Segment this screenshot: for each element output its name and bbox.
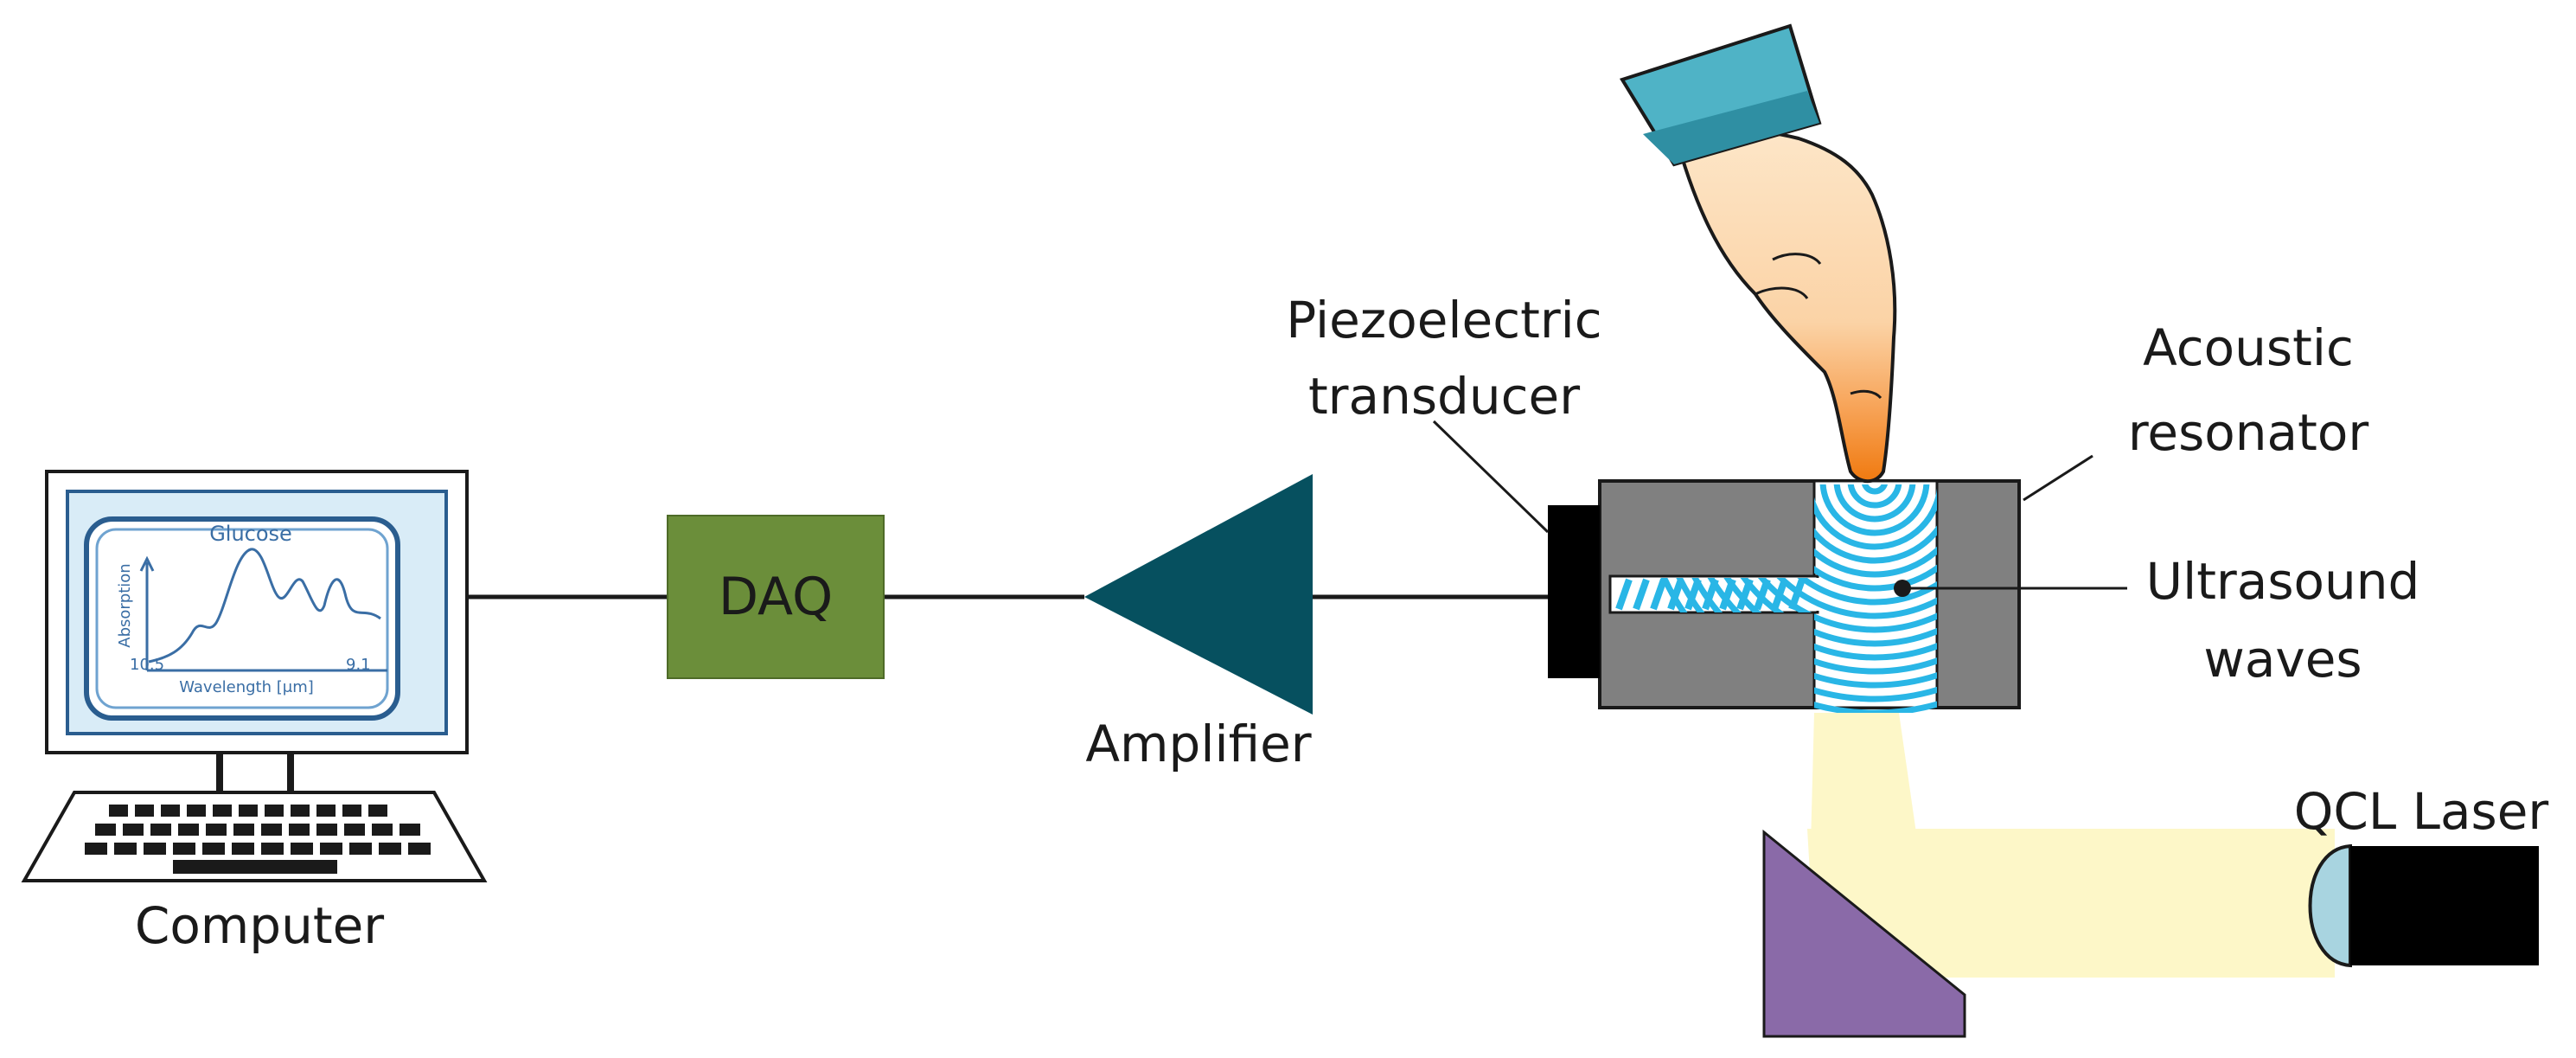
screen-panel-inner — [95, 528, 389, 709]
ultrasound-label-line1: Ultrasound — [2146, 552, 2420, 611]
finger — [1619, 23, 1897, 484]
spectrum-curve — [148, 548, 381, 664]
keyboard-keys — [85, 805, 431, 874]
piezoelectric-transducer — [1548, 505, 1600, 678]
computer: Glucose Absorption 10.5 9.1 Wavelength [… — [21, 470, 488, 955]
ultrasound-waves — [1640, 484, 1937, 713]
laser-body — [2350, 846, 2539, 965]
finger-crease-3 — [1850, 389, 1882, 400]
laser-label: QCL Laser — [2294, 782, 2549, 841]
plot-title: Glucose — [209, 522, 292, 546]
sleeve-cuff-shade — [1643, 91, 1819, 164]
plot-x-right: 9.1 — [346, 656, 371, 674]
daq-box: DAQ — [667, 515, 885, 679]
channel-waves — [1615, 578, 1806, 611]
monitor-stand-left — [216, 753, 223, 792]
finger-crease-1 — [1755, 286, 1809, 299]
beam-horizontal — [1807, 829, 2335, 978]
ultrasound-label-line2: waves — [2203, 630, 2362, 689]
finger-crease-2 — [1772, 253, 1822, 266]
plot-x-left: 10.5 — [130, 656, 164, 674]
plot-arrowhead-y — [139, 555, 155, 572]
plot-y-label: Absorption — [116, 563, 134, 647]
laser-lens — [2308, 843, 2352, 968]
daq-label: DAQ — [719, 567, 833, 627]
leader-piezo — [1432, 420, 1550, 534]
acoustic-label-line2: resonator — [2128, 403, 2368, 462]
finger-hand — [1672, 126, 1897, 484]
leader-acoustic — [2023, 454, 2093, 502]
glucose-spectrum-plot: Glucose Absorption 10.5 9.1 Wavelength [… — [116, 522, 387, 696]
piezo-label-line2: transducer — [1308, 367, 1580, 426]
acoustic-label-line1: Acoustic — [2143, 318, 2354, 377]
prism — [1762, 829, 1966, 1038]
qcl-laser: QCL Laser — [2294, 782, 2549, 968]
amplifier-triangle — [1084, 474, 1313, 715]
amplifier: Amplifier — [1084, 474, 1313, 773]
piezo-label-line1: Piezoelectric — [1286, 291, 1601, 349]
computer-label: Computer — [135, 896, 384, 955]
screen-panel — [84, 516, 400, 721]
amplifier-label: Amplifier — [1085, 715, 1311, 773]
chamber-mask — [1815, 578, 1820, 611]
plot-x-label: Wavelength [μm] — [179, 678, 314, 696]
monitor-stand-right — [287, 753, 294, 792]
